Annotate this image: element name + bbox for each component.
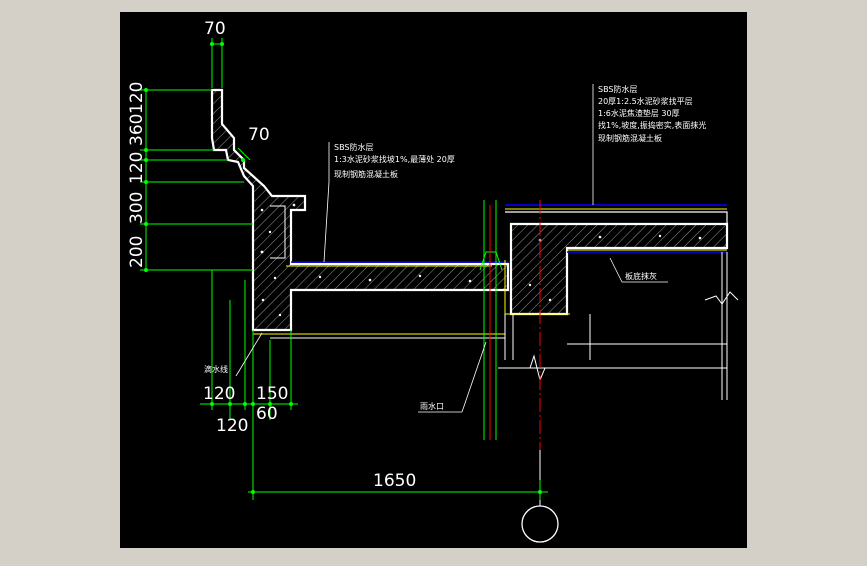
- wall-lines: [498, 252, 739, 400]
- right-note-line-5: 现制钢筋混凝土板: [598, 133, 662, 143]
- dim-bottom-120a: 120: [203, 384, 235, 404]
- dimension-ticks: [144, 42, 542, 494]
- ceiling-note: 板底抹灰: [625, 271, 657, 281]
- left-note-line-1: SBS防水层: [334, 142, 374, 152]
- dim-slope-70: 70: [248, 125, 270, 145]
- right-note: SBS防水层 20厚1:2.5水泥砂浆找平层 1:6水泥焦渣垫层 30厚 找1%…: [598, 84, 706, 143]
- dim-bottom-120b: 120: [216, 416, 248, 436]
- dim-bottom-60: 60: [256, 404, 278, 424]
- right-note-line-3: 1:6水泥焦渣垫层 30厚: [598, 108, 680, 118]
- dim-v-300: 300: [127, 192, 147, 224]
- right-note-line-1: SBS防水层: [598, 84, 638, 94]
- finish-layers: [253, 204, 727, 339]
- dimension-texts: 70 70 360 120 120 300 200 120 150 120 60…: [127, 19, 416, 491]
- left-note-line-3: 现制钢筋混凝土板: [334, 169, 398, 179]
- drain-outlet: [479, 200, 503, 440]
- break-line-symbol: [498, 354, 560, 382]
- dim-top-70: 70: [204, 19, 226, 39]
- right-note-line-4: 找1%,坡度,振捣密实,表面抹光: [598, 120, 706, 130]
- drip-note: 滴水线: [204, 364, 228, 374]
- drain-note: 雨水口: [420, 401, 444, 411]
- gutter-concrete: [210, 88, 729, 332]
- dim-bottom-150: 150: [256, 384, 288, 404]
- right-note-line-2: 20厚1:2.5水泥砂浆找平层: [598, 96, 693, 106]
- upstand-inner: [270, 205, 286, 259]
- dim-v-120: 120: [127, 152, 147, 184]
- dim-v-200: 200: [127, 236, 147, 268]
- left-note: SBS防水层 1:3水泥砂浆找坡1%,最薄处 20厚 现制钢筋混凝土板: [334, 142, 455, 179]
- left-note-line-2: 1:3水泥砂浆找坡1%,最薄处 20厚: [334, 154, 455, 164]
- leaders: [235, 84, 668, 413]
- gutter-outline: [210, 88, 510, 332]
- dim-v-360: 360: [127, 114, 147, 146]
- break-line-right: [704, 291, 739, 305]
- slab-step: [505, 211, 728, 224]
- dim-span-1650: 1650: [373, 471, 416, 491]
- dim-v-120-top: 120: [127, 82, 147, 114]
